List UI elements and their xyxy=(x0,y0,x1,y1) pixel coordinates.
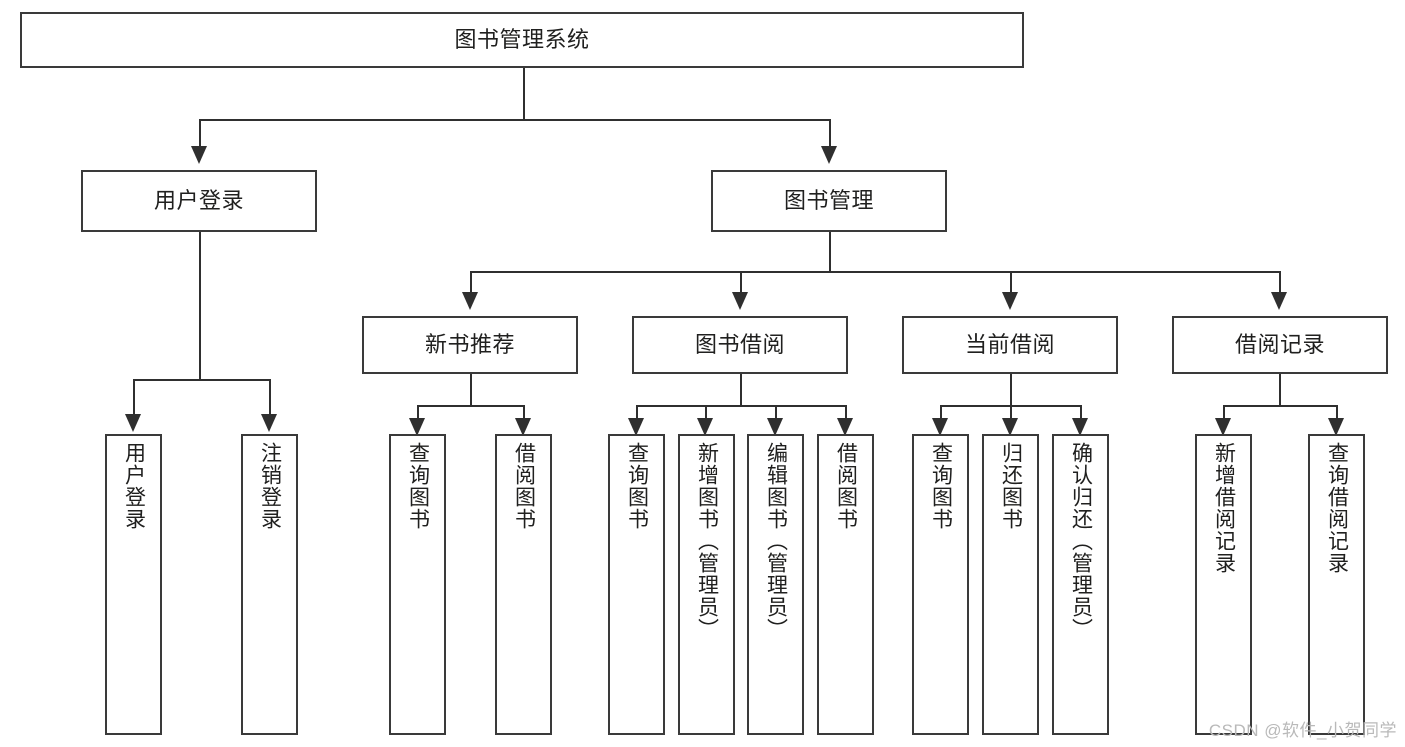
node-user-login[interactable]: 用户登录 xyxy=(81,170,317,232)
node-label: 归还图书 xyxy=(999,442,1023,530)
node-label: 图书管理 xyxy=(783,188,874,214)
connector-bookborrow-leaf-2 xyxy=(705,405,707,419)
leaf-newbook-borrow-book[interactable]: 借阅图书 xyxy=(495,434,552,735)
node-label: 注销登录 xyxy=(258,442,282,530)
node-label: 查询图书 xyxy=(929,442,953,530)
arrowhead-bm-new-book xyxy=(462,292,478,310)
arrowhead-user-login-leaf-1 xyxy=(125,414,141,432)
connector-user-login-to-leaf-1 xyxy=(133,379,135,415)
node-new-book-recommend[interactable]: 新书推荐 xyxy=(362,316,578,374)
connector-borrowrecord-bus xyxy=(1223,405,1336,407)
node-label: 借阅记录 xyxy=(1234,332,1325,358)
leaf-newbook-query-book[interactable]: 查询图书 xyxy=(389,434,446,735)
arrowhead-bookborrow-leaf-3 xyxy=(767,418,783,436)
node-label: 确认归还（管理员） xyxy=(1069,442,1093,640)
node-label: 图书管理系统 xyxy=(454,27,590,53)
node-root-book-management-system[interactable]: 图书管理系统 xyxy=(20,12,1024,68)
connector-borrowrecord-stem xyxy=(1279,374,1281,406)
node-label: 图书借阅 xyxy=(694,332,785,358)
arrowhead-bookborrow-leaf-2 xyxy=(697,418,713,436)
connector-bookborrow-leaf-3 xyxy=(775,405,777,419)
arrowhead-currentborrow-leaf-1 xyxy=(932,418,948,436)
connector-bookborrow-leaf-4 xyxy=(845,405,847,419)
arrowhead-borrowrecord-leaf-2 xyxy=(1328,418,1344,436)
node-label: 编辑图书（管理员） xyxy=(764,442,788,640)
connector-currentborrow-stem xyxy=(1010,374,1012,406)
connector-currentborrow-leaf-2 xyxy=(1010,405,1012,419)
node-current-borrow[interactable]: 当前借阅 xyxy=(902,316,1118,374)
connector-newbook-leaf-1 xyxy=(417,405,419,419)
arrowhead-bm-book-borrow xyxy=(732,292,748,310)
arrowhead-borrowrecord-leaf-1 xyxy=(1215,418,1231,436)
node-label: 当前借阅 xyxy=(964,332,1055,358)
leaf-bookborrow-borrow-book[interactable]: 借阅图书 xyxy=(817,434,874,735)
connector-bookborrow-stem xyxy=(740,374,742,406)
connector-newbook-stem xyxy=(470,374,472,406)
node-label: 借阅图书 xyxy=(512,442,536,530)
leaf-bookborrow-query-book[interactable]: 查询图书 xyxy=(608,434,665,735)
node-label: 新增借阅记录 xyxy=(1212,442,1236,574)
arrowhead-newbook-leaf-1 xyxy=(409,418,425,436)
connector-bm-to-new-book xyxy=(470,271,472,293)
node-book-borrow[interactable]: 图书借阅 xyxy=(632,316,848,374)
node-label: 查询图书 xyxy=(406,442,430,530)
connector-borrowrecord-leaf-2 xyxy=(1336,405,1338,419)
connector-book-management-bus xyxy=(470,271,1280,273)
arrowhead-root-to-book-management xyxy=(821,146,837,164)
connector-bm-to-borrow-record xyxy=(1279,271,1281,293)
leaf-bookborrow-edit-book-admin[interactable]: 编辑图书（管理员） xyxy=(747,434,804,735)
arrowhead-newbook-leaf-2 xyxy=(515,418,531,436)
connector-book-management-stem xyxy=(829,232,831,272)
connector-bookborrow-bus xyxy=(636,405,845,407)
connector-root-to-user-login xyxy=(199,119,201,147)
node-label: 用户登录 xyxy=(122,442,146,530)
leaf-currentborrow-return-book[interactable]: 归还图书 xyxy=(982,434,1039,735)
connector-currentborrow-leaf-3 xyxy=(1080,405,1082,419)
watermark-text: CSDN @软件_小贺同学 xyxy=(1208,721,1397,740)
node-label: 借阅图书 xyxy=(834,442,858,530)
leaf-bookborrow-add-book-admin[interactable]: 新增图书（管理员） xyxy=(678,434,735,735)
node-label: 新增图书（管理员） xyxy=(695,442,719,640)
node-label: 查询借阅记录 xyxy=(1325,442,1349,574)
connector-bm-to-current-borrow xyxy=(1010,271,1012,293)
connector-newbook-leaf-2 xyxy=(523,405,525,419)
leaf-borrowrecord-query-record[interactable]: 查询借阅记录 xyxy=(1308,434,1365,735)
node-label: 查询图书 xyxy=(625,442,649,530)
connector-bm-to-book-borrow xyxy=(740,271,742,293)
connector-borrowrecord-leaf-1 xyxy=(1223,405,1225,419)
arrowhead-bookborrow-leaf-1 xyxy=(628,418,644,436)
node-label: 新书推荐 xyxy=(424,332,515,358)
arrowhead-root-to-user-login xyxy=(191,146,207,164)
connector-user-login-bus xyxy=(133,379,269,381)
connector-user-login-to-leaf-2 xyxy=(269,379,271,415)
arrowhead-user-login-leaf-2 xyxy=(261,414,277,432)
leaf-borrowrecord-add-record[interactable]: 新增借阅记录 xyxy=(1195,434,1252,735)
arrowhead-bm-borrow-record xyxy=(1271,292,1287,310)
arrowhead-currentborrow-leaf-3 xyxy=(1072,418,1088,436)
connector-bookborrow-leaf-1 xyxy=(636,405,638,419)
leaf-currentborrow-query-book[interactable]: 查询图书 xyxy=(912,434,969,735)
connector-newbook-bus xyxy=(417,405,523,407)
connector-user-login-stem xyxy=(199,232,201,380)
node-borrow-record[interactable]: 借阅记录 xyxy=(1172,316,1388,374)
connector-root-stem xyxy=(523,68,525,120)
connector-root-bus xyxy=(199,119,830,121)
arrowhead-bm-current-borrow xyxy=(1002,292,1018,310)
connector-root-to-book-management xyxy=(829,119,831,147)
leaf-user-login-logout[interactable]: 注销登录 xyxy=(241,434,298,735)
leaf-user-login-login[interactable]: 用户登录 xyxy=(105,434,162,735)
node-label: 用户登录 xyxy=(153,188,244,214)
connector-currentborrow-leaf-1 xyxy=(940,405,942,419)
arrowhead-bookborrow-leaf-4 xyxy=(837,418,853,436)
arrowhead-currentborrow-leaf-2 xyxy=(1002,418,1018,436)
leaf-currentborrow-confirm-return-admin[interactable]: 确认归还（管理员） xyxy=(1052,434,1109,735)
node-book-management[interactable]: 图书管理 xyxy=(711,170,947,232)
